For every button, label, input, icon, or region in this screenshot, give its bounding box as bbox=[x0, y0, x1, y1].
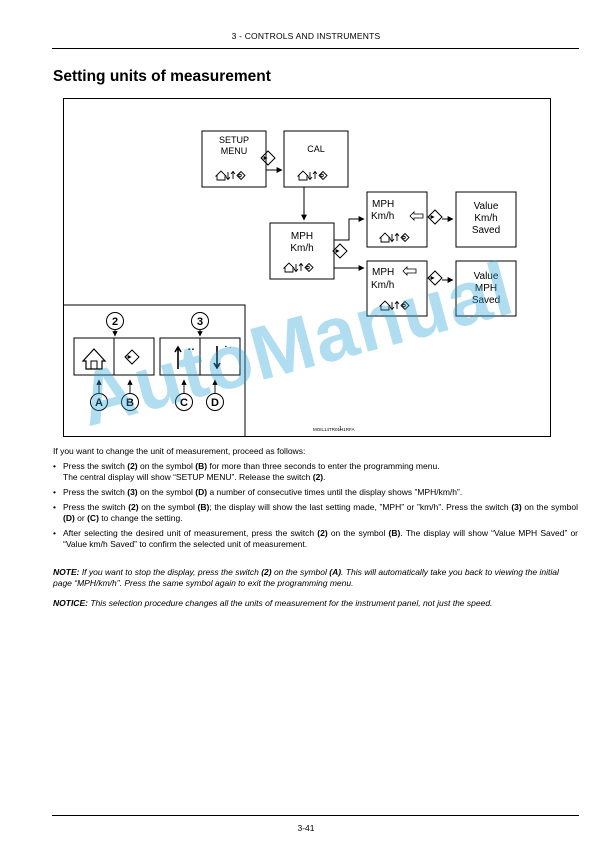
select-symbol-icon bbox=[260, 150, 276, 166]
figure-frame: SETUP MENU CAL MPH Km/h MPH Km/h Val bbox=[63, 98, 551, 437]
symbol-label-b: B bbox=[126, 397, 134, 409]
step-text: Press the switch (3) on the symbol (D) a… bbox=[63, 487, 463, 497]
box-mph-kmh-line-2: Km/h bbox=[290, 243, 313, 254]
box-saved-mph: Value MPH Saved bbox=[455, 260, 517, 317]
box-select-kmh-line-2: Km/h bbox=[371, 211, 394, 222]
step-text: After selecting the desired unit of meas… bbox=[63, 528, 579, 549]
svg-text:▪→: ▪→ bbox=[225, 344, 232, 350]
symbol-label-c: C bbox=[180, 397, 188, 409]
box-select-mph-line-1: MPH bbox=[372, 267, 394, 278]
box-saved-mph-line-2: MPH bbox=[475, 283, 497, 294]
box-setup-menu-line-2: MENU bbox=[221, 146, 248, 156]
box-saved-kmh-line-3: Saved bbox=[472, 225, 500, 236]
panel-buttons-icon bbox=[283, 262, 314, 273]
box-setup-menu-line-1: SETUP bbox=[219, 135, 249, 145]
symbol-label-d: D bbox=[211, 397, 219, 409]
box-saved-mph-line-1: Value bbox=[474, 271, 499, 282]
box-cal-line-1: CAL bbox=[307, 144, 325, 154]
switch-label-3: 3 bbox=[197, 316, 203, 328]
notice-paragraph: NOTICE: This selection procedure changes… bbox=[53, 598, 493, 608]
figure-number: 1 bbox=[339, 426, 342, 432]
notice-label: NOTICE: bbox=[53, 598, 88, 608]
select-symbol-icon bbox=[332, 243, 348, 259]
box-setup-menu: SETUP MENU bbox=[201, 130, 267, 188]
figure-code: MOIL14TR01H1RFA bbox=[313, 427, 355, 432]
header-rule bbox=[52, 48, 579, 49]
intro-paragraph: If you want to change the unit of measur… bbox=[53, 446, 306, 456]
box-saved-kmh-line-2: Km/h bbox=[474, 213, 497, 224]
box-saved-kmh-line-1: Value bbox=[474, 201, 499, 212]
page-number: 3-41 bbox=[297, 823, 315, 833]
units-procedure-diagram: SETUP MENU CAL MPH Km/h MPH Km/h Val bbox=[64, 130, 517, 437]
step-item: After selecting the desired unit of meas… bbox=[53, 528, 578, 550]
box-select-mph: MPH Km/h bbox=[366, 260, 428, 317]
box-select-mph-line-2: Km/h bbox=[371, 280, 394, 291]
box-select-kmh: MPH Km/h bbox=[366, 191, 428, 248]
symbol-label-a: A bbox=[95, 397, 103, 409]
select-symbol-icon bbox=[427, 270, 443, 286]
panel-buttons-icon bbox=[297, 170, 328, 181]
flow-arrows bbox=[266, 167, 454, 283]
step-item: Press the switch (3) on the symbol (D) a… bbox=[53, 487, 578, 498]
select-symbol-icon bbox=[427, 209, 443, 225]
home-icon bbox=[81, 348, 107, 370]
running-header: 3 - CONTROLS AND INSTRUMENTS bbox=[231, 31, 381, 41]
note-label: NOTE: bbox=[53, 567, 80, 577]
box-saved-mph-line-3: Saved bbox=[472, 295, 500, 306]
step-text: Press the switch (2) on the symbol (B) f… bbox=[63, 461, 440, 471]
step-item: Press the switch (2) on the symbol (B); … bbox=[53, 502, 578, 524]
box-mph-kmh-line-1: MPH bbox=[291, 231, 313, 242]
step-item: Press the switch (2) on the symbol (B) f… bbox=[53, 461, 578, 483]
left-arrow-icon bbox=[409, 211, 424, 221]
procedure-steps: Press the switch (2) on the symbol (B) f… bbox=[53, 461, 578, 554]
footer-rule bbox=[52, 815, 579, 816]
svg-text:▪ ▪: ▪ ▪ bbox=[188, 347, 194, 353]
switch-label-2: 2 bbox=[112, 316, 118, 328]
down-arrow-icon bbox=[213, 346, 221, 370]
step-text: Press the switch (2) on the symbol (B); … bbox=[63, 502, 578, 523]
panel-buttons-icon bbox=[215, 170, 246, 181]
panel-buttons-icon bbox=[379, 232, 410, 243]
box-mph-kmh: MPH Km/h bbox=[269, 222, 335, 280]
box-saved-kmh: Value Km/h Saved bbox=[455, 191, 517, 248]
box-cal: CAL bbox=[283, 130, 349, 188]
page-title: Setting units of measurement bbox=[53, 68, 271, 85]
up-arrow-icon bbox=[174, 345, 182, 369]
step-text: The central display will show “SETUP MEN… bbox=[63, 472, 326, 482]
left-arrow-icon bbox=[402, 266, 417, 276]
box-select-kmh-line-1: MPH bbox=[372, 199, 394, 210]
panel-buttons-icon bbox=[379, 300, 410, 311]
note-paragraph: NOTE: If you want to stop the display, p… bbox=[53, 567, 559, 588]
select-symbol-icon bbox=[124, 349, 140, 365]
control-panel-legend: 2 3 ▪ ▪ ▪→ A B C bbox=[64, 304, 246, 437]
